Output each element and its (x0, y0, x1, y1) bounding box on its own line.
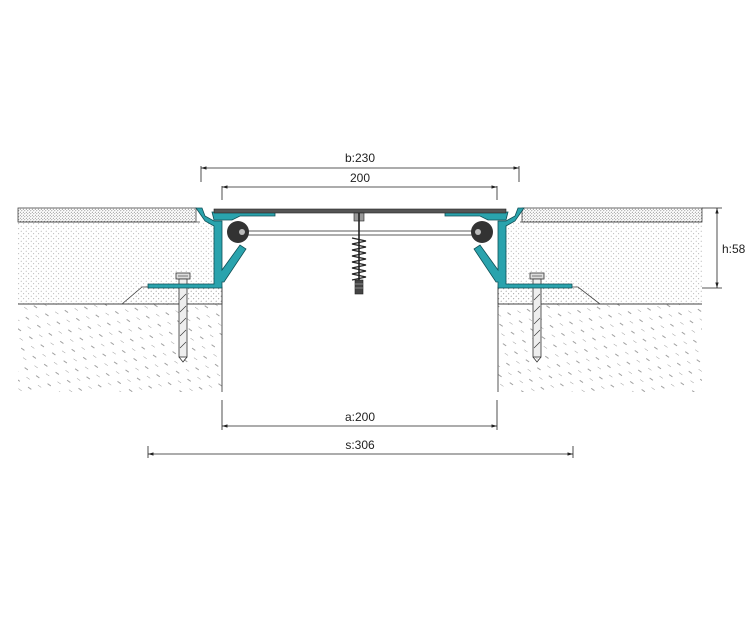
right-anchor-bolt (529, 272, 545, 363)
left-substrate (17, 207, 223, 392)
dimension-inner: 200 (221, 171, 498, 200)
dimension-s: s:306 (147, 438, 574, 458)
dimension-h-label: h:58 (722, 242, 746, 256)
dimension-b: b:230 (200, 151, 520, 182)
dimension-b-label: b:230 (345, 151, 375, 165)
left-surface-layer (17, 207, 197, 223)
cover-plate (213, 208, 507, 214)
left-seal (227, 221, 249, 243)
right-seal (471, 221, 493, 243)
right-aluminium-profile (473, 207, 573, 289)
left-anchor-bolt (175, 272, 191, 363)
center-spring-bolt (351, 212, 367, 295)
right-concrete-slab (498, 304, 702, 392)
dimension-h: h:58 (702, 207, 746, 289)
dimension-s-label: s:306 (345, 438, 375, 452)
right-substrate (497, 207, 703, 392)
guide-rod (237, 230, 483, 236)
left-concrete-slab (18, 304, 222, 392)
dimension-a-label: a:200 (345, 410, 375, 424)
right-surface-layer (521, 207, 703, 223)
left-aluminium-profile (147, 207, 247, 289)
dimension-a: a:200 (221, 400, 498, 430)
dimension-inner-label: 200 (350, 171, 370, 185)
